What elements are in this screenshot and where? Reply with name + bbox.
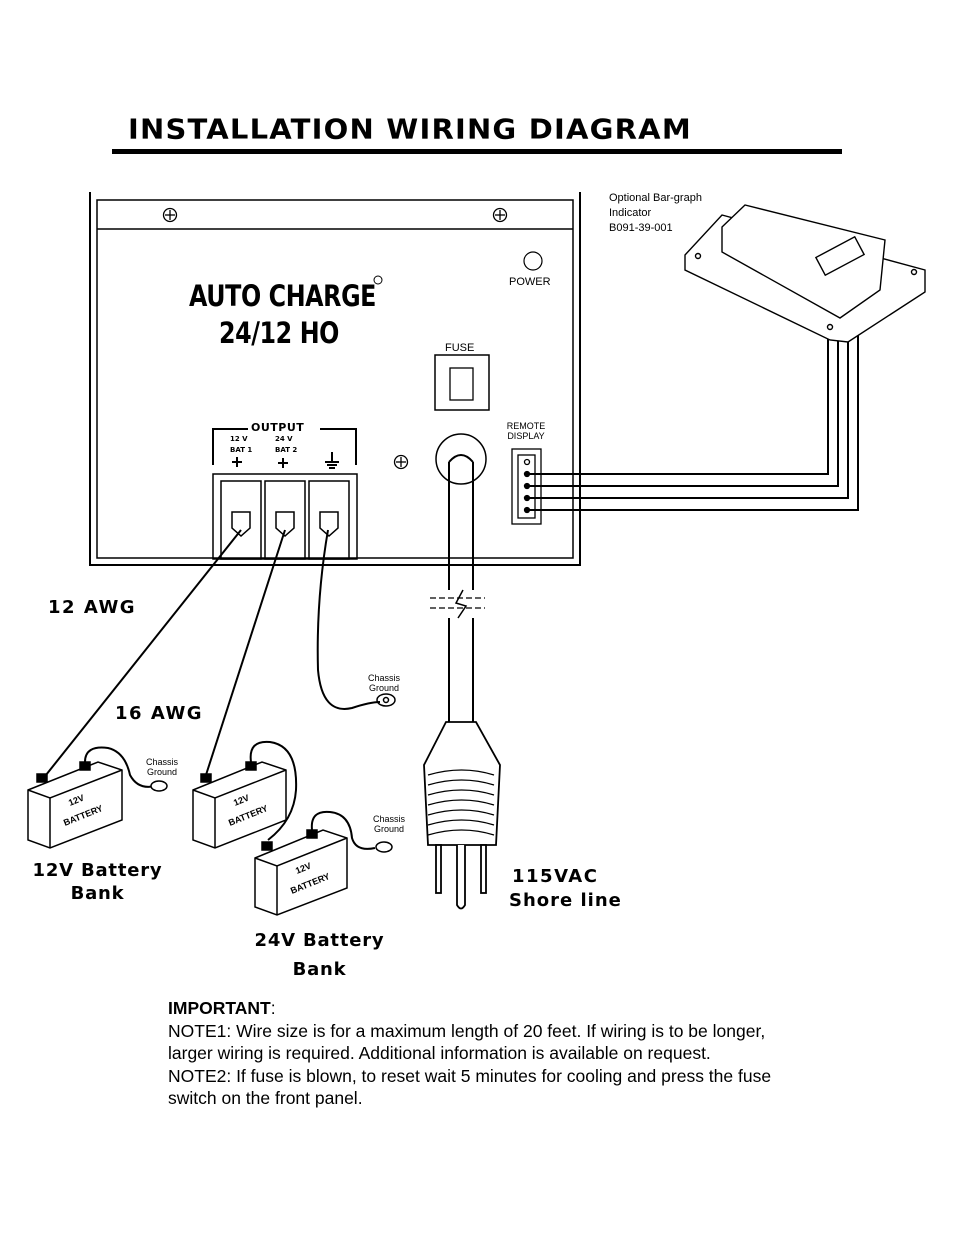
output-label: OUTPUT bbox=[251, 421, 305, 434]
chassis-line2: Ground bbox=[373, 824, 405, 834]
bargraph-line2: Indicator bbox=[609, 207, 652, 219]
battery-24v-bank-lower bbox=[254, 810, 393, 916]
power-led-icon bbox=[523, 251, 543, 271]
fuse-label: FUSE bbox=[445, 342, 475, 354]
important-label: IMPORTANT bbox=[168, 998, 271, 1018]
remote-display-label: REMOTE DISPLAY bbox=[498, 421, 554, 441]
bank12-line2: Bank bbox=[70, 883, 125, 904]
battery-24v-bank-upper bbox=[192, 740, 298, 849]
power-cord bbox=[430, 433, 487, 722]
chassis-line1: Chassis bbox=[372, 814, 405, 824]
remote-display-connector bbox=[511, 448, 542, 525]
terminal-line1: 24 V bbox=[275, 435, 293, 443]
bargraph-indicator bbox=[684, 204, 926, 343]
chassis-line1: Chassis bbox=[145, 757, 178, 767]
note1-line2: larger wiring is required. Additional in… bbox=[168, 1043, 711, 1063]
important-colon: : bbox=[270, 998, 276, 1018]
brand-model: 24/12 HO bbox=[219, 316, 339, 350]
wire-gauge-16awg: 16 AWG bbox=[115, 703, 204, 724]
terminal-bat2-label: 24 V BAT 2 bbox=[275, 434, 297, 456]
bank12-line1: 12V Battery bbox=[32, 860, 163, 881]
charger-housing bbox=[89, 192, 581, 566]
terminal-line2: BAT 1 bbox=[230, 446, 253, 454]
chassis-line1: Chassis bbox=[367, 673, 400, 683]
brand-name: AUTO CHARGE bbox=[189, 279, 377, 313]
remote-label-line1: REMOTE bbox=[506, 421, 546, 431]
chassis-line2: Ground bbox=[368, 683, 400, 693]
note2-line1: NOTE2: If fuse is blown, to reset wait 5… bbox=[168, 1065, 772, 1086]
terminal-line1: 12 V bbox=[230, 435, 248, 443]
important-heading: IMPORTANT: bbox=[168, 997, 818, 1020]
bank24-line2: Bank bbox=[292, 959, 347, 980]
title-underline bbox=[112, 149, 842, 154]
bank-12v-label: 12V Battery Bank bbox=[10, 859, 185, 905]
screw-icon bbox=[393, 454, 409, 470]
fuse-icon bbox=[434, 354, 490, 411]
bargraph-part-number: B091-39-001 bbox=[609, 222, 673, 234]
plus-icon bbox=[232, 457, 242, 467]
plus-icon bbox=[278, 458, 288, 468]
note2-line2: switch on the front panel. bbox=[168, 1088, 363, 1108]
chassis-ground-lug-icon bbox=[376, 693, 396, 707]
output-bracket bbox=[212, 428, 357, 465]
registered-mark-icon bbox=[373, 275, 383, 285]
battery-12v-bank bbox=[27, 746, 168, 849]
wire-gauge-12awg: 12 AWG bbox=[48, 597, 137, 618]
remote-label-line2: DISPLAY bbox=[507, 431, 545, 441]
bank-24v-label: 24V Battery Bank bbox=[232, 926, 407, 984]
output-terminal-block bbox=[212, 473, 358, 560]
shore-voltage-label: 115VAC bbox=[512, 866, 599, 887]
chassis-ground-label: Chassis Ground bbox=[367, 814, 411, 834]
bargraph-label: Optional Bar-graph Indicator B091-39-001 bbox=[609, 191, 702, 236]
terminal-line2: BAT 2 bbox=[275, 446, 298, 454]
bank24-line1: 24V Battery bbox=[254, 930, 385, 951]
output-wires bbox=[41, 529, 381, 781]
screw-icon bbox=[492, 207, 508, 223]
diagram-title: INSTALLATION WIRING DIAGRAM bbox=[128, 112, 692, 146]
bargraph-line1: Optional Bar-graph bbox=[609, 192, 702, 204]
power-label: POWER bbox=[509, 276, 551, 288]
chassis-line2: Ground bbox=[146, 767, 178, 777]
important-notes: IMPORTANT: NOTE1: Wire size is for a max… bbox=[168, 997, 818, 1110]
chassis-ground-label: Chassis Ground bbox=[140, 757, 184, 777]
note1-line1: NOTE1: Wire size is for a maximum length… bbox=[168, 1020, 766, 1041]
shore-line-label: Shore line bbox=[509, 890, 622, 911]
plug-icon bbox=[423, 721, 501, 910]
chassis-ground-label: Chassis Ground bbox=[362, 673, 406, 693]
terminal-bat1-label: 12 V BAT 1 bbox=[230, 434, 252, 456]
ground-icon bbox=[325, 452, 339, 469]
screw-icon bbox=[162, 207, 178, 223]
